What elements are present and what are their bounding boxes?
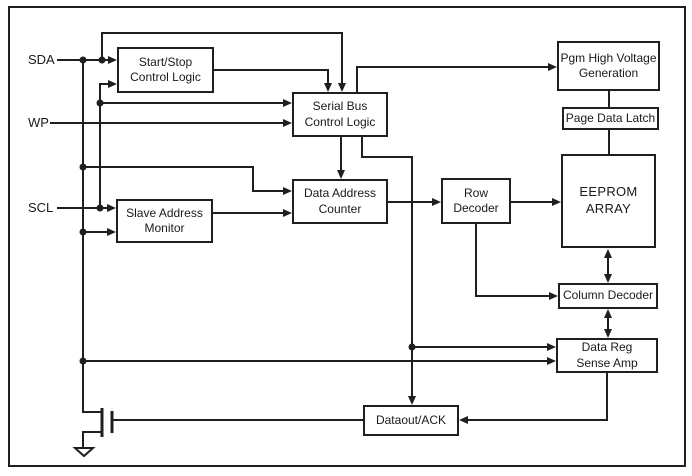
arrowhead	[283, 209, 292, 217]
dataout-ack-box	[363, 405, 459, 436]
junction-dot	[96, 99, 104, 107]
data-reg-sense-amp-box	[556, 338, 658, 373]
junction-dots	[79, 56, 416, 365]
arrowhead	[337, 170, 345, 179]
page-data-latch-box	[562, 107, 659, 130]
junction-dot	[79, 163, 87, 171]
pgm-high-voltage-box	[557, 41, 660, 91]
arrowhead	[108, 80, 117, 88]
arrowhead	[107, 228, 116, 236]
start-stop-box	[117, 47, 214, 93]
arrowhead	[547, 343, 556, 351]
wire-sda-top-branch	[101, 32, 343, 83]
slave-address-monitor-box	[116, 199, 213, 243]
arrowhead	[604, 249, 612, 258]
arrowhead	[283, 119, 292, 127]
arrowhead	[108, 56, 117, 64]
wire-serial-bus-to-pgm-hv	[356, 66, 548, 93]
junction-dot	[79, 357, 87, 365]
junction-dot	[408, 343, 416, 351]
wire-startstop-to-serial-bus	[213, 69, 329, 83]
wire-sense-amp-to-dataout	[467, 372, 608, 421]
serial-bus-box	[292, 92, 388, 137]
arrowhead	[552, 198, 561, 206]
arrowhead	[432, 198, 441, 206]
arrowhead	[408, 396, 416, 405]
eeprom-array-box	[561, 154, 656, 248]
wire-sda-rail	[82, 60, 101, 413]
mosfet-icon	[100, 408, 114, 437]
arrowhead	[459, 416, 468, 424]
diagram-border	[8, 6, 686, 467]
arrowhead	[548, 63, 557, 71]
wire-sda-to-counter	[83, 166, 283, 192]
arrowhead	[107, 204, 116, 212]
junction-dot	[79, 56, 87, 64]
arrowhead	[547, 357, 556, 365]
arrowhead	[324, 83, 332, 92]
wire-row-decoder-to-column-decoder	[475, 223, 549, 297]
arrowhead	[549, 292, 558, 300]
junction-dot	[96, 204, 104, 212]
junction-dot	[98, 56, 106, 64]
arrowheads	[107, 56, 612, 424]
arrowhead	[338, 83, 346, 92]
row-decoder-box	[441, 178, 511, 224]
blocks	[116, 41, 660, 436]
data-address-counter-box	[292, 179, 388, 224]
wire-source-to-ground	[82, 431, 101, 447]
wire-serial-bus-to-dataout	[361, 136, 413, 396]
arrowhead	[283, 99, 292, 107]
arrowhead	[604, 329, 612, 338]
wires	[50, 32, 610, 447]
column-decoder-box	[558, 283, 658, 309]
arrowhead	[283, 187, 292, 195]
arrowhead	[604, 274, 612, 283]
junction-dot	[79, 228, 87, 236]
arrowhead	[604, 309, 612, 318]
ground-icon	[72, 447, 96, 458]
